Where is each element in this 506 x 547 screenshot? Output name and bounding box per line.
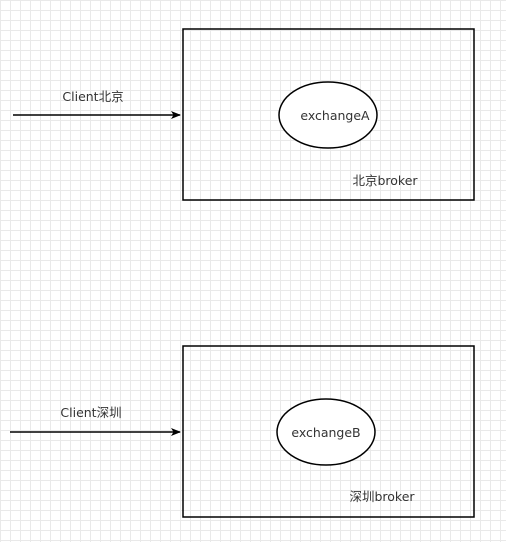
- client-beijing-label: Client北京: [62, 89, 123, 104]
- client-shenzhen-group: Client深圳: [10, 405, 181, 436]
- broker-beijing[interactable]: exchangeA 北京broker: [182, 28, 475, 201]
- broker-shenzhen[interactable]: exchangeB 深圳broker: [182, 345, 475, 518]
- client-shenzhen-label: Client深圳: [60, 405, 121, 420]
- exchange-a-label: exchangeA: [300, 108, 370, 123]
- broker-beijing-box[interactable]: [182, 28, 475, 201]
- exchange-b-node[interactable]: [276, 398, 376, 466]
- broker-shenzhen-label: 深圳broker: [349, 489, 415, 504]
- exchange-b-label: exchangeB: [291, 425, 360, 440]
- broker-shenzhen-box[interactable]: [182, 345, 475, 518]
- exchange-a-node[interactable]: [278, 81, 378, 149]
- broker-beijing-label: 北京broker: [352, 173, 418, 188]
- client-beijing-group: Client北京: [13, 89, 181, 119]
